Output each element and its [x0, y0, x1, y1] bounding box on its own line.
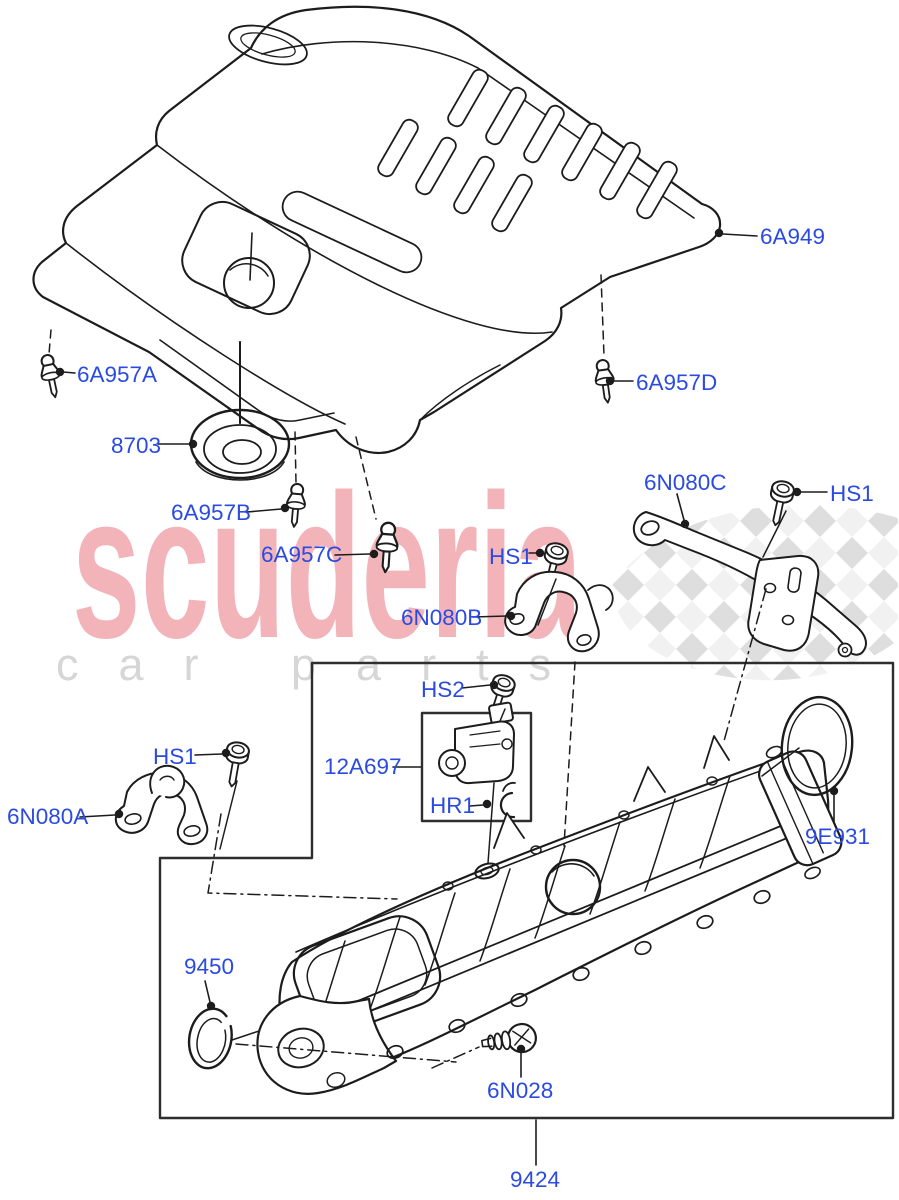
- map-sensor-12a697-drawing: [438, 701, 515, 785]
- part-label-6n028[interactable]: 6N028: [487, 1078, 554, 1103]
- bracket-6n080c-drawing: [632, 511, 867, 658]
- engine-cover-drawing: [32, 5, 722, 454]
- part-label-6n080b[interactable]: 6N080B: [401, 605, 483, 630]
- part-label-hs1-top-right[interactable]: HS1: [830, 481, 874, 506]
- part-label-6a957b[interactable]: 6A957B: [171, 500, 252, 525]
- intake-manifold-drawing: [256, 735, 843, 1095]
- bracket-6n080b-drawing: [504, 570, 614, 653]
- callout-leaders: [55, 228, 839, 1166]
- part-label-hr1[interactable]: HR1: [430, 793, 476, 818]
- part-label-6n080c[interactable]: 6N080C: [644, 470, 727, 495]
- assembly-box-9424: [158, 661, 895, 1120]
- part-label-hs1-left[interactable]: HS1: [153, 744, 197, 769]
- stud-6a957c-drawing: [373, 520, 401, 575]
- part-label-hs1-middle[interactable]: HS1: [489, 544, 533, 569]
- leader-lines: [48, 274, 787, 1069]
- bolt-6n028-drawing: [481, 1022, 537, 1054]
- part-label-6a957c[interactable]: 6A957C: [261, 542, 343, 567]
- watermark-brand: scuderia: [72, 452, 583, 681]
- part-label-6n080a[interactable]: 6N080A: [7, 804, 89, 829]
- part-label-6a949[interactable]: 6A949: [760, 224, 826, 249]
- oring-9e931-drawing: [761, 695, 854, 797]
- part-label-8703[interactable]: 8703: [111, 433, 162, 458]
- part-label-9450[interactable]: 9450: [184, 954, 235, 979]
- part-label-6a957d[interactable]: 6A957D: [636, 370, 718, 395]
- bracket-6n080a-drawing: [114, 764, 209, 846]
- bolt-hs1-left-drawing: [219, 739, 252, 790]
- clip-hr1-drawing: [499, 781, 516, 819]
- part-label-9424[interactable]: 9424: [510, 1167, 561, 1192]
- part-label-6a957a[interactable]: 6A957A: [77, 362, 158, 387]
- stud-6a957a-drawing: [36, 352, 66, 401]
- part-label-12a697[interactable]: 12A697: [324, 754, 402, 779]
- oring-9450-drawing: [187, 1007, 260, 1070]
- part-label-9e931[interactable]: 9E931: [805, 824, 871, 849]
- part-label-hs2[interactable]: HS2: [421, 677, 465, 702]
- sensor-box-12a697: [420, 711, 533, 823]
- watermark-tagline: car parts: [56, 639, 592, 690]
